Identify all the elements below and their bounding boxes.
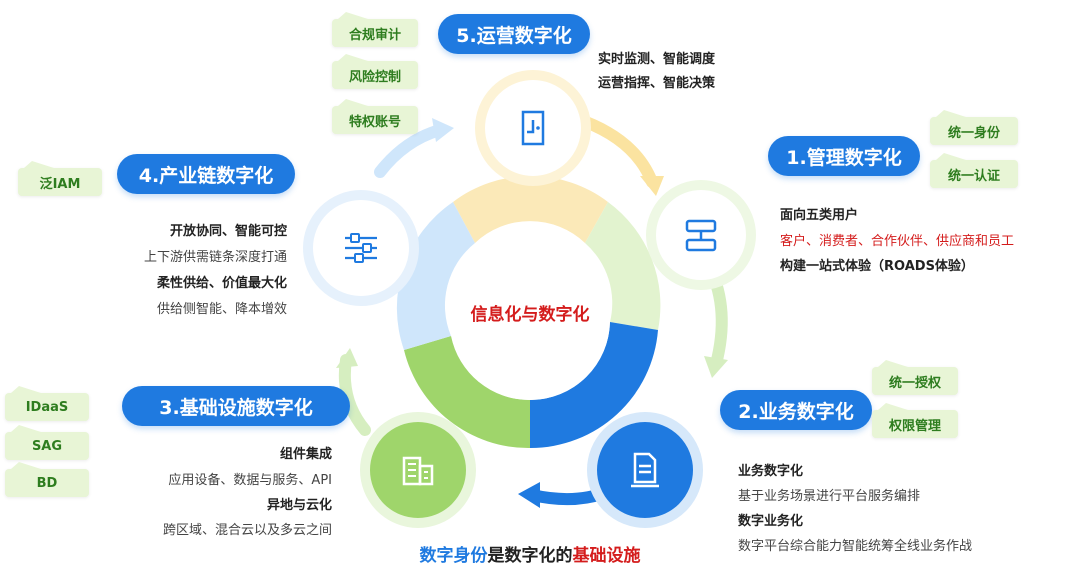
arrow-head-1-to-2 (704, 356, 728, 378)
node-4-line-4: 供给侧智能、降本增效 (156, 302, 287, 317)
arrow-head-4-to-5 (432, 118, 454, 142)
footer-part-3: 基础设施 (572, 546, 641, 566)
node-2-title: 2.业务数字化 (720, 390, 872, 430)
node-2-icon-circle (587, 412, 703, 528)
node-5-icon-circle (475, 70, 591, 186)
footer-part-2: 是数字化的 (487, 546, 573, 566)
node-1-tag-1: 统一身份 (930, 110, 1018, 145)
node-5-tag-3: 特权账号 (332, 99, 418, 134)
node-3-line-2: 应用设备、数据与服务、API (168, 473, 332, 488)
node-3-line-4: 跨区域、混合云以及多云之间 (162, 523, 332, 538)
node-1-line-1: 面向五类用户 (780, 208, 859, 223)
donut-segment-lightgreen (585, 202, 661, 330)
node-2-line-3: 数字业务化 (738, 514, 804, 529)
center-label: 信息化与数字化 (470, 305, 590, 325)
node-3-title: 3.基础设施数字化 (122, 386, 350, 426)
node-2-tag-2: 权限管理 (872, 403, 958, 438)
node-1-title: 1.管理数字化 (768, 136, 920, 176)
node-1-line-2: 客户、消费者、合作伙伴、供应商和员工 (780, 234, 1015, 249)
node-2-line-4: 数字平台综合能力智能统筹全线业务作战 (738, 539, 973, 554)
node-2-tag-1: 统一授权 (872, 360, 958, 395)
door-icon (521, 110, 545, 146)
node-3-tag-1: IDaaS (5, 386, 89, 421)
node-4-line-3: 柔性供给、价值最大化 (156, 276, 287, 291)
node-3-tag-3: BD (5, 462, 89, 497)
arc-3-to-4 (338, 354, 371, 436)
donut-segment-lightblue (396, 202, 475, 350)
node-3-line-3: 异地与云化 (266, 498, 332, 513)
node-3-tag-2: SAG (5, 425, 89, 460)
sliders-icon (345, 233, 377, 263)
arc-4-to-5 (374, 124, 446, 178)
node-3-line-1: 组件集成 (279, 447, 332, 462)
flowchart-icon (685, 219, 717, 252)
document-icon (631, 452, 659, 488)
node-5-line-2: 运营指挥、智能决策 (598, 76, 716, 91)
node-1-icon-circle (646, 180, 756, 290)
node-4-tag-1: 泛IAM (18, 161, 102, 196)
footer-part-1: 数字身份 (419, 546, 488, 566)
node-5-line-1: 实时监测、智能调度 (598, 52, 716, 67)
arrow-head-3-to-4 (336, 348, 358, 368)
arrow-head-2-to-3 (518, 482, 540, 508)
donut-segment-yellow (453, 175, 608, 243)
node-5-title: 5.运营数字化 (438, 14, 590, 54)
node-4-line-2: 上下游供需链条深度打通 (143, 250, 287, 265)
node-5-tag-2: 风险控制 (332, 54, 418, 89)
node-4-icon-circle (303, 190, 419, 306)
node-1-line-3: 构建一站式体验（ROADS体验） (780, 259, 974, 274)
donut-segment-blue (530, 322, 658, 449)
footer-caption: 数字身份是数字化的基础设施 (330, 541, 730, 566)
buildings-icon (402, 456, 434, 486)
donut-segment-green (404, 336, 530, 449)
arrow-head-5-to-1 (640, 176, 664, 196)
node-5-tag-1: 合规审计 (332, 12, 418, 47)
node-4-title: 4.产业链数字化 (117, 154, 295, 194)
node-2-line-1: 业务数字化 (738, 464, 804, 479)
node-2-line-2: 基于业务场景进行平台服务编排 (738, 489, 921, 504)
node-1-tag-2: 统一认证 (930, 153, 1018, 188)
node-4-line-1: 开放协同、智能可控 (169, 224, 287, 239)
node-3-icon-circle (360, 412, 476, 528)
